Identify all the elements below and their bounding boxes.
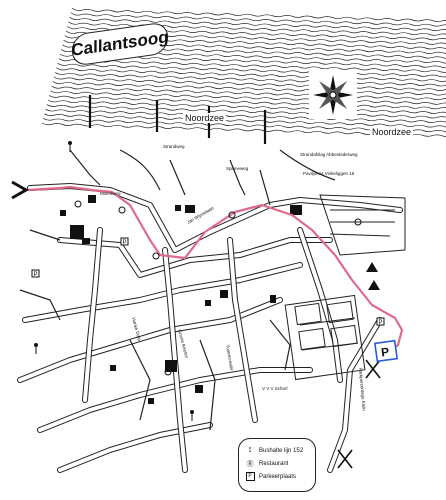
street-label: Hanke Dorp [131, 317, 142, 342]
map-legend: ⟟ Bushalte lijn 152 Ⓡ Restaurant P Parke… [238, 438, 316, 492]
restaurant-icon [74, 200, 362, 376]
building [88, 195, 96, 203]
road-network [17, 149, 403, 473]
street-label: Strandweg [163, 144, 185, 149]
bus-stop-icon: ⟟ [248, 446, 252, 454]
svg-text:P: P [380, 345, 390, 360]
start-arrow-icon [11, 180, 30, 200]
legend-label: Parkeerplaats [259, 473, 297, 480]
building [60, 210, 66, 216]
building [82, 238, 90, 244]
legend-label: Restaurant [259, 460, 289, 467]
svg-text:P: P [379, 320, 383, 326]
building [290, 205, 302, 215]
street-label: V V V Schorl [262, 386, 288, 391]
legend-label: Bushalte lijn 152 [259, 447, 304, 454]
map-edge-cross-icon [337, 449, 353, 469]
building [175, 205, 181, 211]
building [185, 205, 195, 213]
street-label: Spinneweg [226, 166, 249, 171]
sea-label: Noordzee [183, 113, 227, 123]
parking-sign-icon: P P P [31, 237, 385, 326]
campsite-tent-icon [366, 262, 380, 290]
legend-item-restaurant: Ⓡ Restaurant [239, 457, 315, 470]
legend-item-parking: P Parkeerplaats [239, 470, 315, 483]
street-label: Tuinrecreatie [225, 344, 235, 371]
building [270, 295, 276, 303]
street-label: Molenweg [100, 191, 121, 196]
street-label: Parkpercentage Kluin [358, 368, 367, 412]
street-label: Groote Keeten [177, 329, 190, 359]
street-label: Paviljoens Vinkeliggen 15 [303, 171, 355, 176]
building [220, 290, 228, 298]
destination-cross-icon [365, 359, 381, 379]
svg-text:P: P [123, 240, 127, 246]
building [195, 385, 203, 393]
building [70, 225, 84, 239]
building [110, 365, 116, 371]
holiday-park [319, 194, 406, 256]
svg-text:P: P [34, 272, 38, 278]
building [205, 300, 211, 306]
compass-icon [309, 71, 357, 119]
bus-stop-icon [34, 141, 194, 421]
restaurant-icon: Ⓡ [246, 460, 254, 468]
buildings [60, 195, 302, 404]
route-line [27, 185, 404, 356]
building [148, 398, 154, 404]
parking-icon: P [245, 472, 255, 481]
sea-label: Noordzee [370, 127, 414, 137]
parking-destination-icon: P [373, 339, 399, 363]
sea-area [41, 7, 446, 138]
legend-item-bus-stop: ⟟ Bushalte lijn 152 [239, 444, 315, 457]
sports-fields [284, 294, 366, 381]
street-label: Strandafslag Abbestederweg [300, 152, 358, 157]
